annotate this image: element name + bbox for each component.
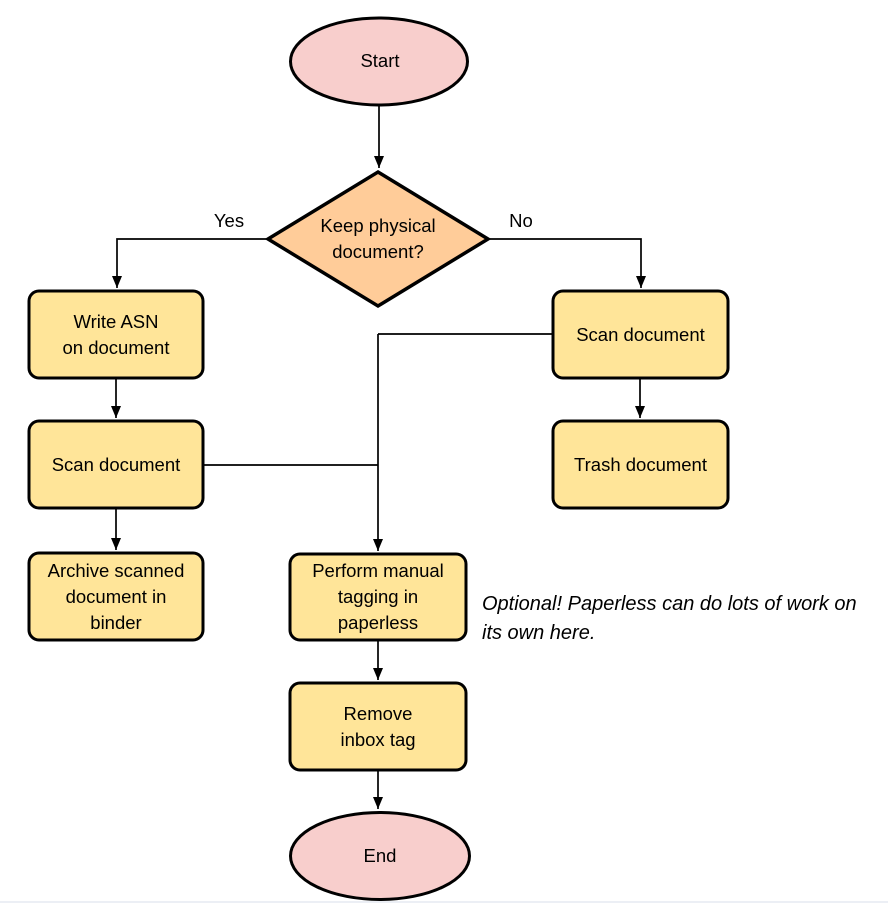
- scan-left-node-shape: [27, 419, 205, 510]
- edge-decision-yes: [112, 238, 266, 288]
- tagging-node-shape: [288, 552, 468, 642]
- edge-label-no: No: [509, 210, 533, 231]
- edge-decision-no: [490, 238, 646, 288]
- archive-node-shape: [27, 551, 205, 642]
- end-node-shape: [289, 811, 471, 901]
- bottom-divider-line: [0, 901, 888, 903]
- decision-node-shape: [264, 169, 492, 309]
- note-text: Optional! Paperless can do lots of work …: [482, 593, 857, 644]
- write-asn-node-shape: [27, 289, 205, 380]
- edge-label-yes: Yes: [213, 210, 245, 231]
- scan-right-node-shape: [551, 289, 730, 380]
- trash-node-shape: [551, 419, 730, 510]
- remove-inbox-node-shape: [288, 681, 468, 772]
- start-node-shape: [289, 16, 469, 107]
